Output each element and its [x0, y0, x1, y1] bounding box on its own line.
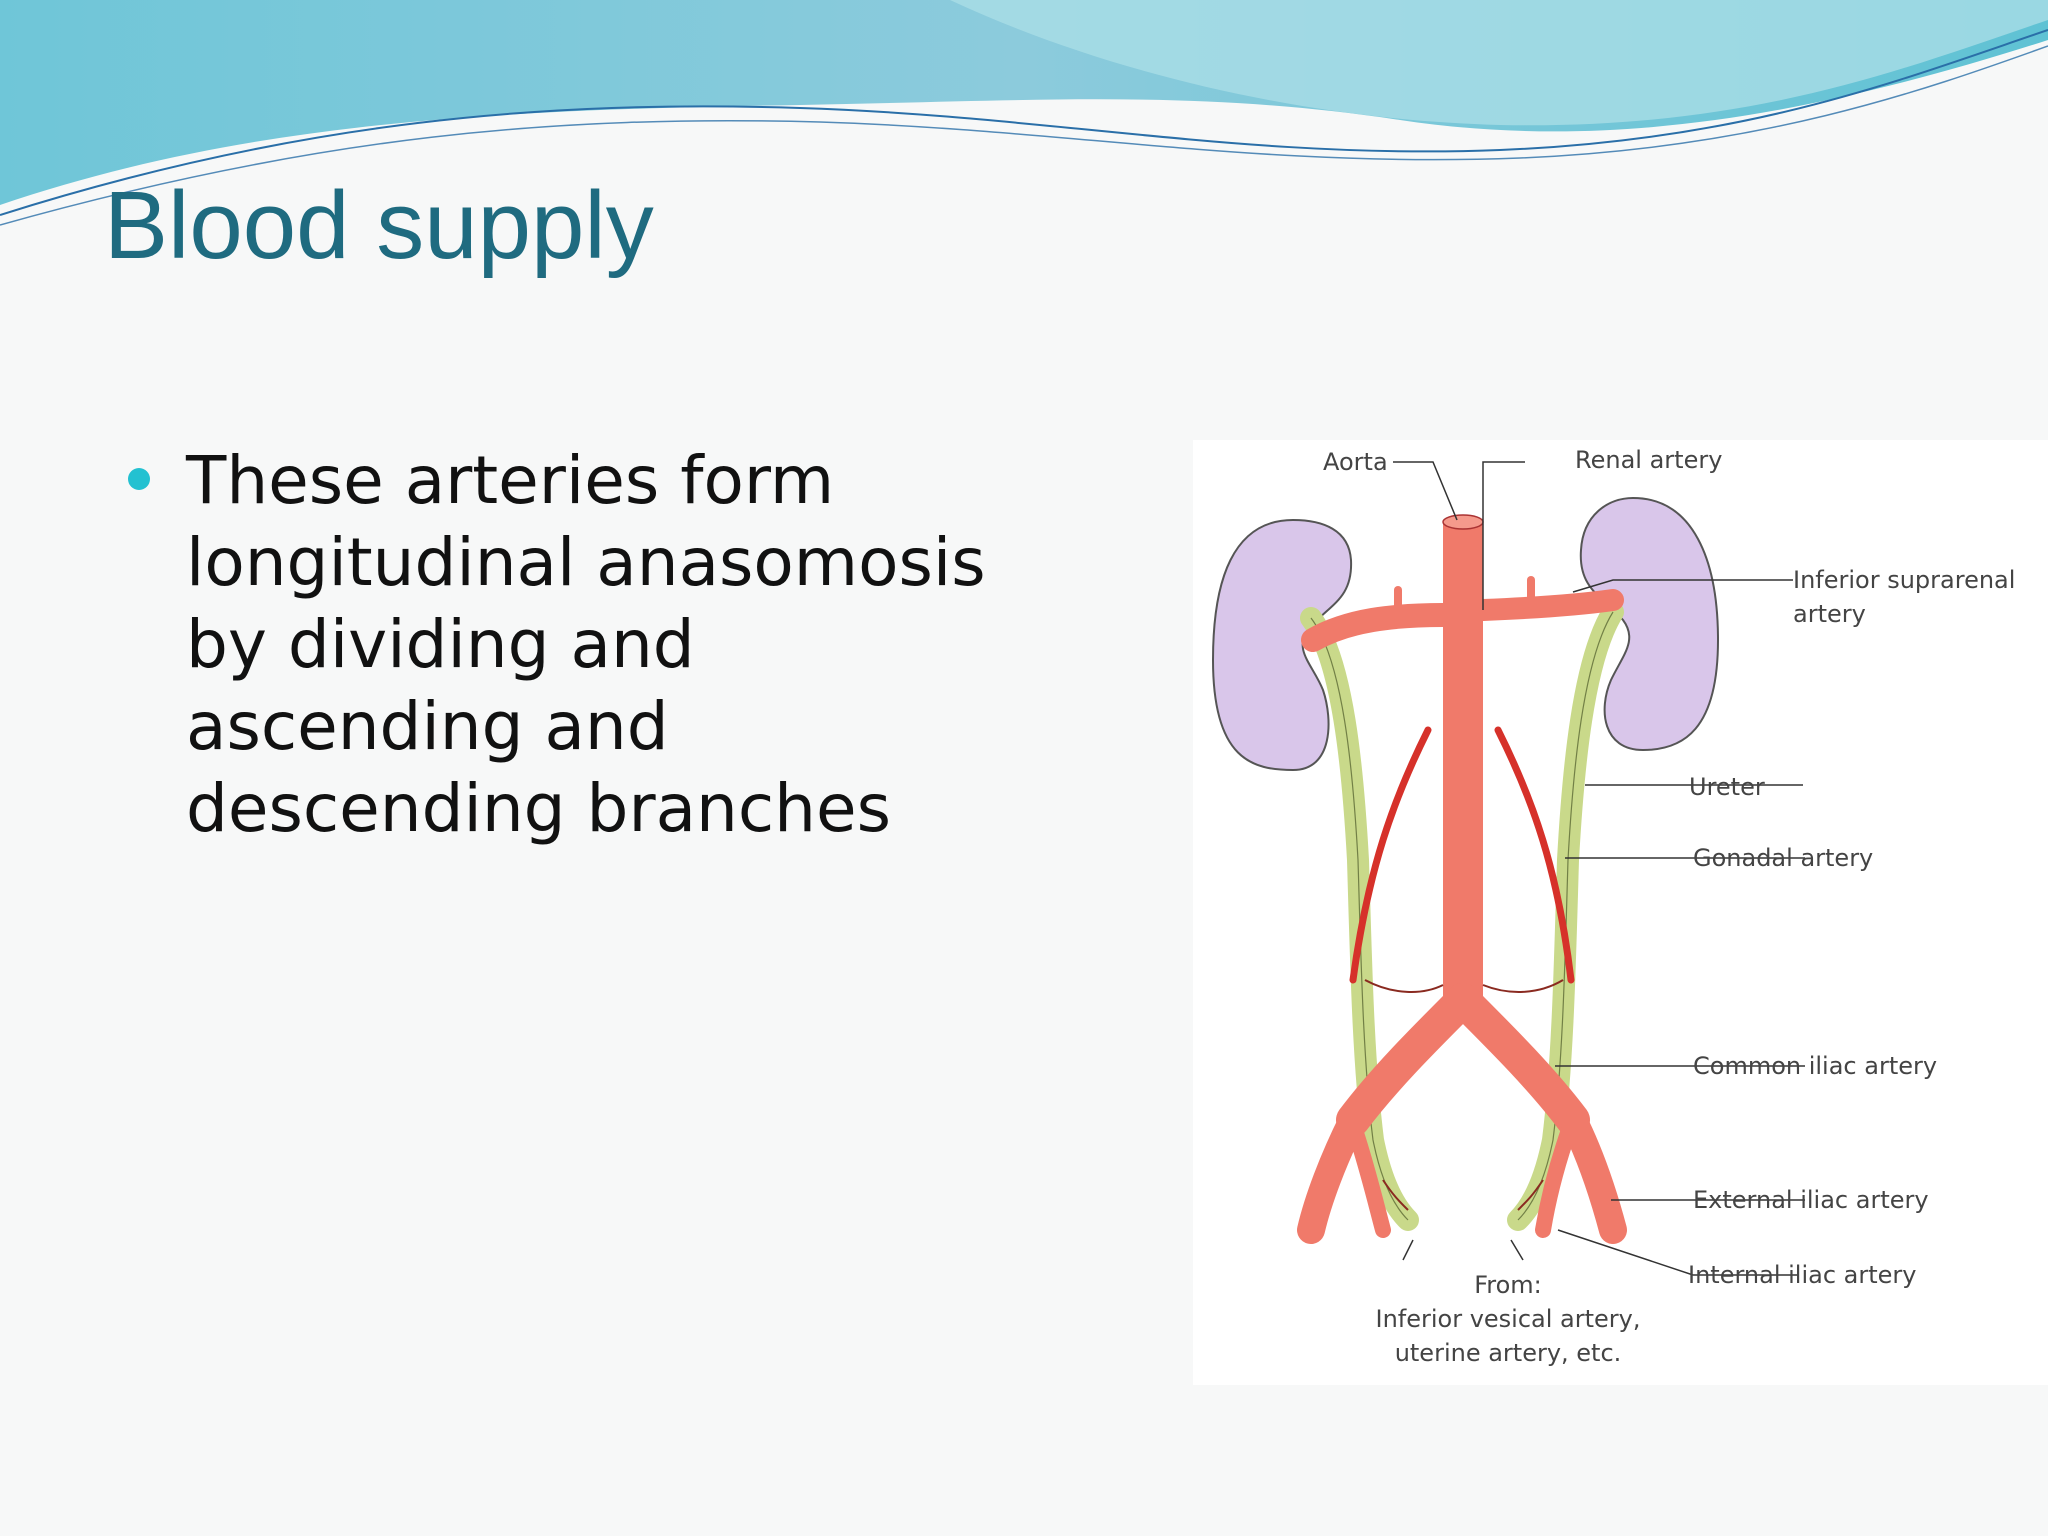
right-common-iliac	[1446, 983, 1590, 1137]
left-gonadal-artery	[1349, 726, 1432, 984]
left-kidney	[1211, 518, 1353, 772]
label-ureter: Ureter	[1689, 773, 1765, 801]
bullet-marker	[128, 468, 150, 490]
left-renal-artery	[1301, 603, 1455, 652]
right-kidney	[1579, 496, 1720, 752]
bullet-list: These arteries form longitudinal anasomo…	[124, 440, 1024, 850]
left-common-iliac	[1336, 983, 1480, 1137]
diagram-illustration	[1211, 461, 1805, 1276]
right-internal-iliac	[1535, 1122, 1577, 1238]
bullet-item: These arteries form longitudinal anasomo…	[186, 442, 986, 847]
slide-title: Blood supply	[104, 172, 654, 279]
label-external-iliac-artery: External iliac artery	[1693, 1186, 1929, 1214]
label-inferior-suprarenal-2: artery	[1793, 600, 1866, 628]
left-internal-iliac	[1347, 1122, 1391, 1238]
right-gonadal-artery	[1494, 726, 1575, 984]
label-renal-artery: Renal artery	[1575, 446, 1723, 474]
aorta-top	[1442, 514, 1484, 530]
header-wave-decoration	[0, 0, 2048, 226]
label-aorta: Aorta	[1323, 448, 1388, 476]
right-renal-artery	[1472, 589, 1624, 621]
urinary-blood-supply-diagram: Aorta Renal artery Inferior suprarenal a…	[1193, 440, 2048, 1385]
label-gonadal-artery: Gonadal artery	[1693, 844, 1874, 872]
label-from-source-1: Inferior vesical artery,	[1375, 1305, 1641, 1333]
left-external-iliac	[1297, 1106, 1367, 1244]
label-from: From:	[1474, 1271, 1542, 1299]
right-external-iliac	[1559, 1106, 1627, 1244]
label-inferior-suprarenal-1: Inferior suprarenal	[1793, 566, 2016, 594]
label-internal-iliac-artery: Internal iliac artery	[1688, 1261, 1917, 1289]
label-from-source-2: uterine artery, etc.	[1394, 1339, 1622, 1367]
label-common-iliac-artery: Common iliac artery	[1693, 1052, 1938, 1080]
left-ureter-outline	[1310, 617, 1409, 1221]
